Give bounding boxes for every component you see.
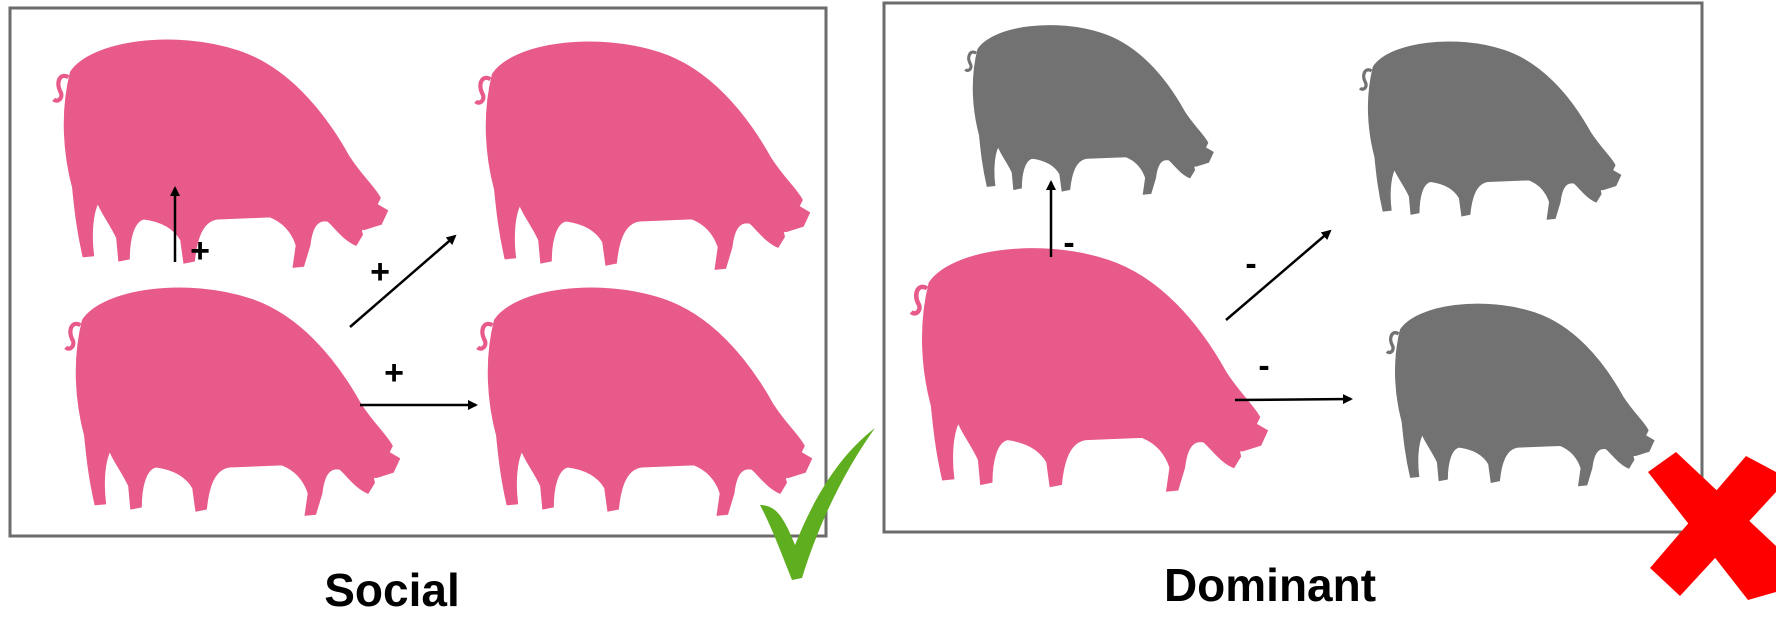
arrow-right-dominant bbox=[1234, 394, 1353, 405]
sign-dominant-right: - bbox=[1258, 347, 1269, 385]
caption-dominant: Dominant bbox=[1163, 559, 1377, 611]
arrow-diagonal-dominant bbox=[1225, 229, 1332, 321]
checkmark-icon bbox=[760, 428, 875, 580]
sign-social-diagonal: + bbox=[370, 253, 390, 291]
sign-dominant-diagonal: - bbox=[1245, 245, 1256, 283]
sign-social-up: + bbox=[190, 232, 210, 270]
caption-social: Social bbox=[324, 564, 460, 616]
sign-dominant-up: - bbox=[1063, 224, 1074, 262]
arrow-diagonal-social bbox=[349, 234, 457, 328]
cross-icon bbox=[1648, 452, 1776, 600]
sign-social-right: + bbox=[384, 354, 404, 392]
